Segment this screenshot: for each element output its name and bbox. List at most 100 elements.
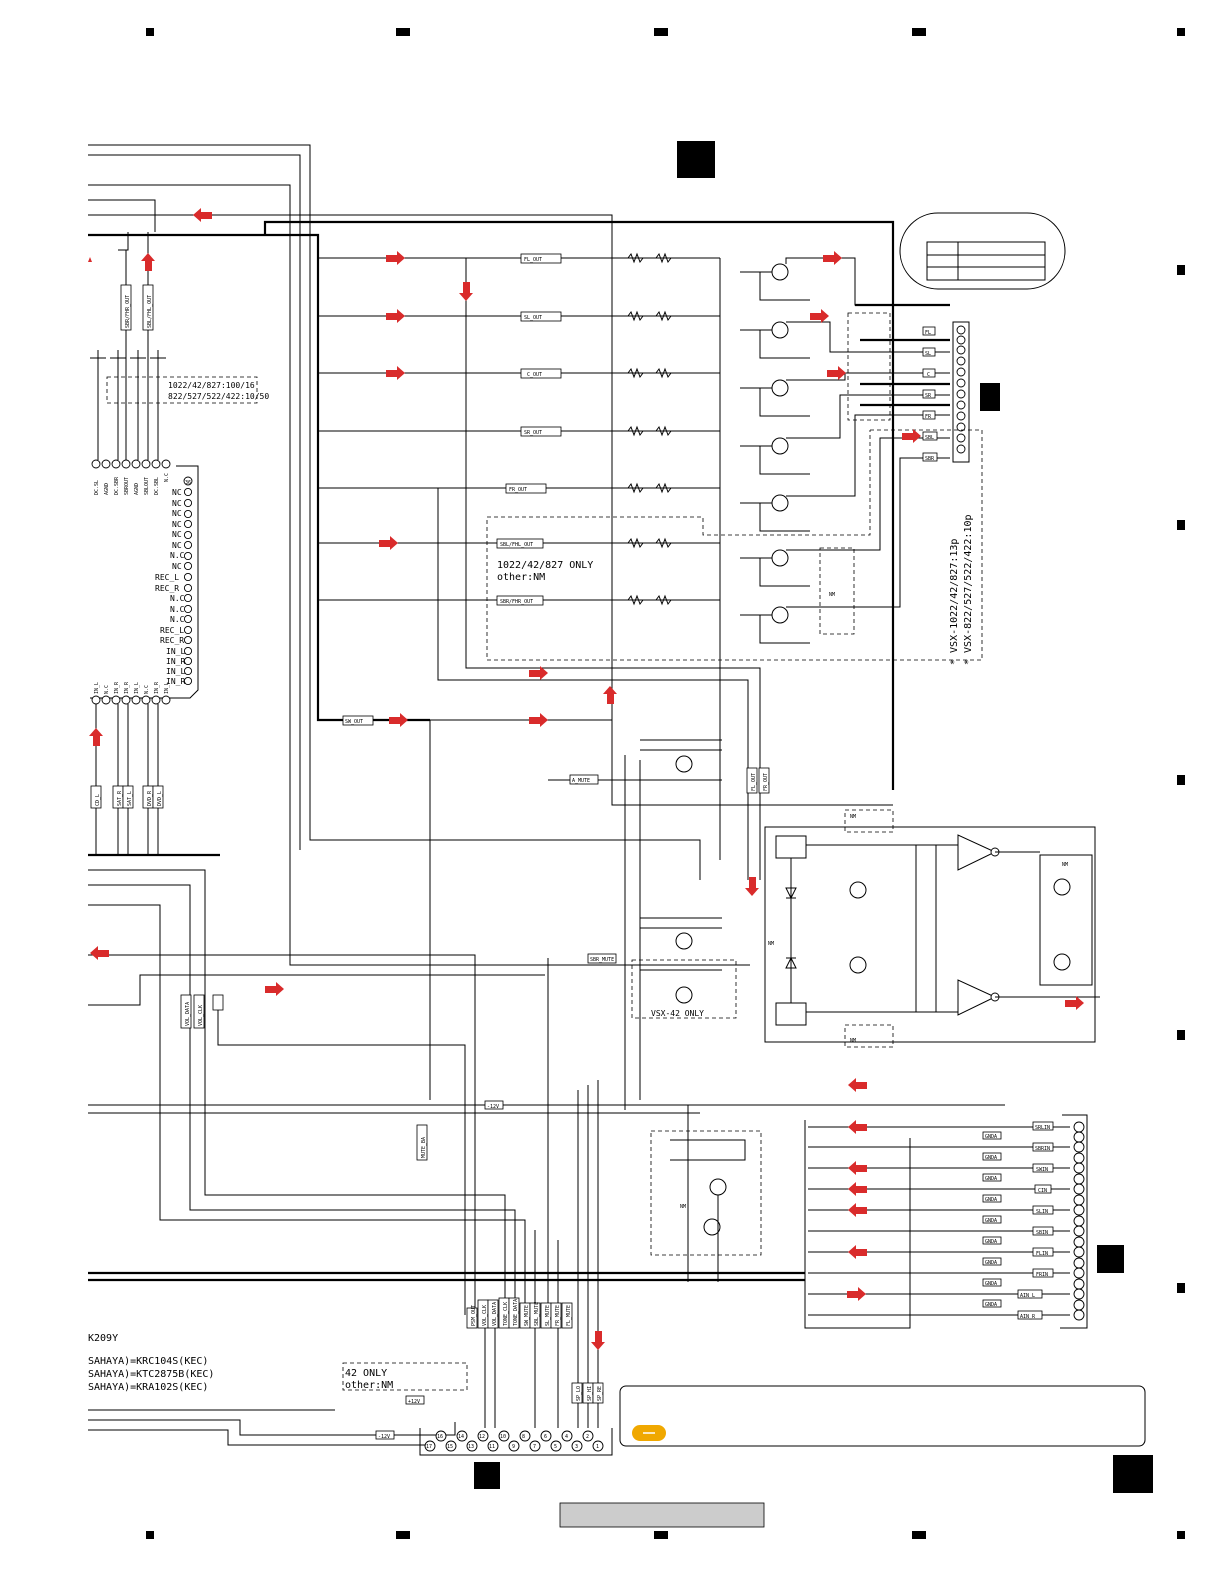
mute-tag: SBR_MUTE: [590, 957, 614, 963]
model-outline: [486, 429, 983, 661]
header-pin-number: 7: [533, 1444, 536, 1450]
arrow-right: [902, 429, 921, 443]
nm-label: NM: [850, 1038, 856, 1044]
connector-pin-label: REC_R: [160, 636, 184, 645]
section-block-corner: [1113, 1455, 1153, 1493]
connector-pin-label: IN_L: [166, 647, 185, 656]
out-jack-label: SBR: [925, 456, 935, 462]
vertical-tag: TONE_CLK: [503, 1302, 509, 1326]
header-pin-number: 2: [586, 1434, 589, 1440]
vsx42-outline: [631, 959, 737, 1019]
nm-transistor-outline: [650, 1130, 762, 1256]
connector-pin-label: NC: [172, 520, 182, 529]
capacitor-note: 822/527/522/422:10/50: [168, 392, 269, 401]
nm-label: NM: [680, 1204, 686, 1210]
supply-tag: [375, 1430, 395, 1440]
nm-transistors: [670, 1105, 746, 1282]
in-label: AIN_R: [1020, 1314, 1036, 1320]
bottom-header: 17 15 14 13 12 11 10 9 8 7 6 5 4 3 2 1 1…: [419, 1428, 613, 1456]
vertical-connector: 36 NC NC NC NC NC NC N.C NC REC_L REC_R …: [90, 465, 199, 699]
bottom-pin-label: IN_R: [124, 681, 130, 694]
vertical-tag: VOL_CLK: [482, 1305, 488, 1326]
gnda-label: GNDA: [985, 1260, 997, 1266]
footer-box: [559, 1502, 765, 1528]
arrow-right: [847, 1287, 866, 1301]
arrow-right: [823, 251, 842, 265]
header-pin-number: 12: [479, 1434, 485, 1440]
bottom-tag: SAT_R: [117, 790, 123, 806]
bottom-pin-label: IN_R: [154, 681, 160, 694]
note-box: [619, 1385, 1146, 1447]
arrow-up: [89, 728, 103, 746]
in-label: FLIN: [1036, 1251, 1048, 1257]
connector-pin-label: NC: [172, 488, 182, 497]
in-label: FRIN: [1036, 1272, 1048, 1278]
left-pin-label: SBROUT: [124, 477, 130, 495]
header-pin-number: 6: [544, 1434, 547, 1440]
model-note: * VSX-1022/42/827:13p: [949, 539, 960, 665]
small-note: 42 ONLY: [345, 1368, 387, 1379]
model-note: * VSX-822/527/522/422:10p: [963, 514, 974, 665]
nm-bottom-outline: [844, 1024, 894, 1048]
net-label: SL_OUT: [524, 315, 542, 321]
vertical-tag: SBL_MUTE: [534, 1302, 540, 1326]
net-tags: [342, 253, 562, 726]
mute-tag: FL_OUT: [751, 773, 757, 791]
cap-bank-outline: [847, 312, 891, 421]
in-label: SWIN: [1036, 1167, 1048, 1173]
nm-label: NM: [829, 592, 835, 598]
in-label: AIN_L: [1020, 1293, 1035, 1299]
connector-pin-number: 36: [185, 480, 191, 486]
arrow-left: [848, 1203, 867, 1217]
left-pin-label: N.C: [164, 473, 170, 482]
output-connector: FL SL C SR FR SBL SBR: [922, 321, 970, 463]
left-pin-label: DC.SBR: [114, 476, 120, 495]
mute-tag: FR_OUT: [763, 773, 769, 791]
net-tag-labels: FL_OUT SL_OUT C_OUT SR_OUT FR_OUT SBL/FH…: [345, 257, 542, 725]
gnda-label: GNDA: [985, 1197, 997, 1203]
nm-label: NM: [768, 941, 774, 947]
connector-pin-label: NC: [172, 530, 182, 539]
gnda-label: GNDA: [985, 1281, 997, 1287]
arrow-right: [265, 982, 284, 996]
top-pin-row: DC.SL AGND DC.SBR SBROUT AGND SBLOUT DC.…: [91, 459, 171, 495]
arrow-right: [1065, 996, 1084, 1010]
mute-block: [547, 739, 722, 1315]
vertical-tag: SBL/FHL_OUT: [147, 295, 153, 328]
connector-pin-label: N.C: [170, 551, 185, 560]
vertical-tag: SW_MUTE: [524, 1305, 530, 1326]
bottom-bus: PSM_OUT VOL_CLK VOL_DATA TONE_CLK TONE_D…: [466, 1080, 604, 1428]
arrow-down: [745, 877, 759, 896]
section-block-top: [677, 141, 715, 178]
net-label: SBL/FHL_OUT: [500, 542, 533, 548]
supply-label: -12V: [487, 1104, 499, 1110]
transistor-note: SAHAYA)=KTC2875B(KEC): [88, 1369, 214, 1380]
net-label: SW_OUT: [345, 719, 363, 725]
vertical-tag: SP_HI: [587, 1386, 593, 1401]
only-note: 1022/42/827 ONLY: [497, 560, 593, 571]
vertical-tag: FR_MUTE: [555, 1305, 561, 1326]
supply-label: +12V: [408, 1399, 420, 1405]
bottom-pin-label: IN_L: [94, 682, 100, 694]
input-connector: SRLIN SBRIN SWIN CIN SLIN SBIN FLIN FRIN…: [804, 1114, 1088, 1329]
bottom-pin-row: IN_L N.C IN_R IN_R IN_L N.C IN_R IN_L CD…: [90, 681, 171, 855]
arrow-left: [90, 946, 109, 960]
header-pin-number: 14: [458, 1434, 464, 1440]
output-nets: [318, 257, 761, 1100]
arrow-right: [386, 309, 405, 323]
header-pin-number: 1: [596, 1444, 599, 1450]
connector-pin-label: IN_R: [166, 677, 185, 686]
small-note: other:NM: [345, 1380, 393, 1391]
gnda-label: GNDA: [985, 1134, 997, 1140]
left-pin-label: DC.SL: [94, 480, 100, 495]
in-label: SBIN: [1036, 1230, 1048, 1236]
transistor-note: SAHAYA)=KRC104S(KEC): [88, 1356, 208, 1367]
header-pin-number: 17: [426, 1444, 432, 1450]
arrow-right: [529, 666, 548, 680]
signal-arrows: [88, 208, 1084, 1350]
connector-pin-label: REC_L: [155, 573, 179, 582]
header-pin-number: 4: [565, 1434, 568, 1440]
arrow-right: [827, 366, 846, 380]
nm-label: NM: [850, 814, 856, 820]
